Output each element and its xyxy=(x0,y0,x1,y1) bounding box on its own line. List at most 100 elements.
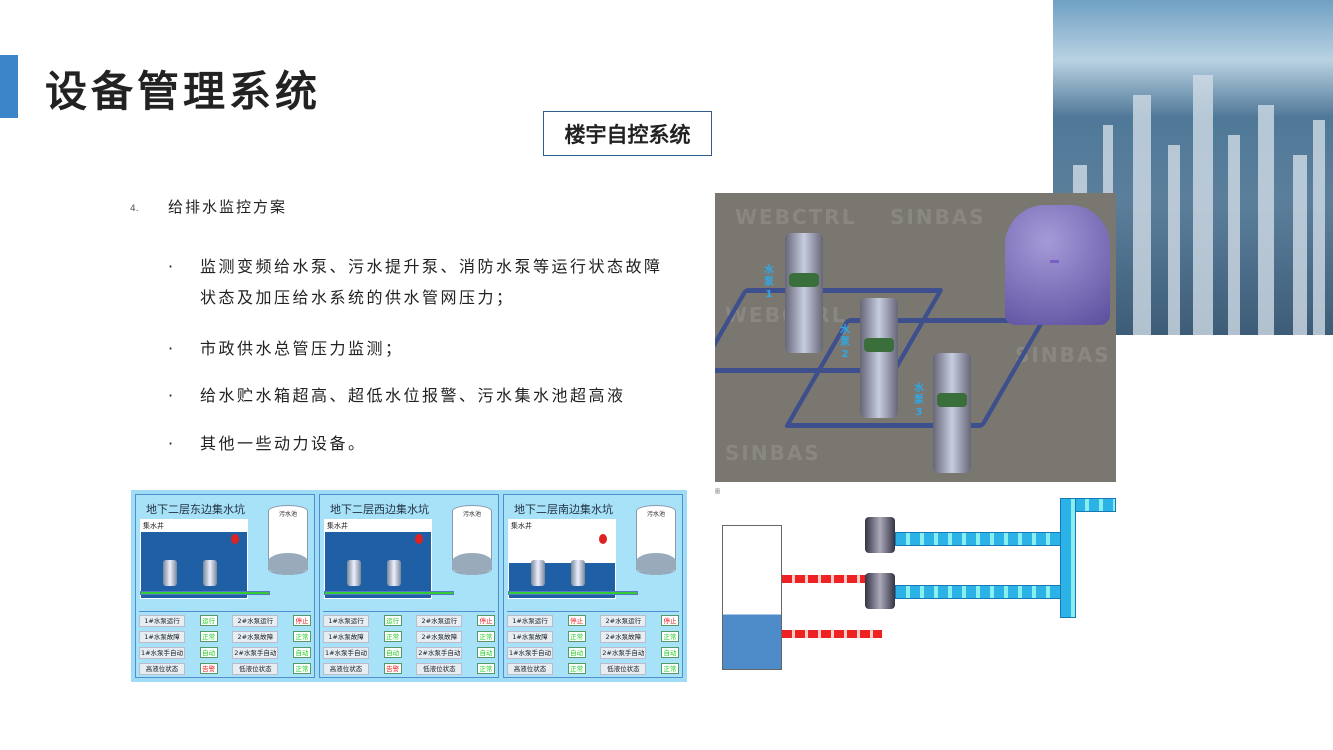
pump-icon xyxy=(387,560,401,586)
bullet-dot: · xyxy=(168,386,176,405)
status-label: 1#水泵运行 xyxy=(507,615,553,627)
status-label: 1#水泵手自动 xyxy=(507,647,553,659)
title-accent-bar xyxy=(0,55,18,118)
status-label: 2#水泵运行 xyxy=(232,615,279,627)
status-indicator: 正常 xyxy=(476,663,495,674)
pump-label: 水泵3 xyxy=(914,383,924,418)
bullet-dot: · xyxy=(168,339,176,358)
status-label: 2#水泵故障 xyxy=(600,631,647,643)
status-label: 1#水泵手自动 xyxy=(139,647,185,659)
float-switch-icon xyxy=(231,534,239,544)
status-indicator: 停止 xyxy=(292,615,311,626)
panel-title: 地下二层东边集水坑 xyxy=(146,503,245,516)
pump-label: 水泵2 xyxy=(840,325,850,360)
pump xyxy=(865,573,895,609)
status-indicator: 正常 xyxy=(292,663,311,674)
pipe xyxy=(140,591,270,595)
status-indicator: 自动 xyxy=(383,647,402,658)
panel-title: 地下二层西边集水坑 xyxy=(330,503,429,516)
status-label: 2#水泵运行 xyxy=(416,615,463,627)
tank-label: 污水池 xyxy=(462,511,481,518)
pump-3 xyxy=(933,353,971,473)
status-label: 2#水泵运行 xyxy=(600,615,647,627)
bullet-item: · 其他一些动力设备。 xyxy=(168,428,680,459)
status-label: 低液位状态 xyxy=(600,663,647,675)
status-indicator: 自动 xyxy=(292,647,311,658)
status-indicator: 正常 xyxy=(383,631,402,642)
pump-1 xyxy=(785,233,823,353)
tank-label: 污水池 xyxy=(646,511,665,518)
status-indicator: 停止 xyxy=(476,615,495,626)
pump-icon xyxy=(347,560,361,586)
status-indicator: 停止 xyxy=(567,615,586,626)
section-heading: 给排水监控方案 xyxy=(168,198,288,216)
section-number: 4. xyxy=(130,204,139,214)
status-label: 1#水泵运行 xyxy=(139,615,185,627)
status-indicator: 停止 xyxy=(660,615,679,626)
pump-icon xyxy=(531,560,545,586)
bullet-text: 给水贮水箱超高、超低水位报警、污水集水池超高液 xyxy=(200,386,626,405)
bullet-item: · 给水贮水箱超高、超低水位报警、污水集水池超高液 xyxy=(168,380,720,411)
well-label: 集水井 xyxy=(325,520,431,532)
status-indicator: 正常 xyxy=(567,663,586,674)
pump-room-3d-image: WEBCTRL SINBAS WEBCTRL SINBAS SINBAS 水泵1… xyxy=(715,193,1116,482)
status-indicator: 运行 xyxy=(199,615,218,626)
pump-icon xyxy=(163,560,177,586)
status-indicator: 正常 xyxy=(660,663,679,674)
water-tank-box xyxy=(722,525,782,670)
sump-well: 集水井 xyxy=(324,519,432,599)
water-tank xyxy=(1005,205,1110,325)
image-caption: 图 xyxy=(715,489,721,495)
status-label: 2#水泵故障 xyxy=(416,631,463,643)
status-label: 低液位状态 xyxy=(416,663,463,675)
status-label: 1#水泵故障 xyxy=(139,631,185,643)
sump-well: 集水井 xyxy=(140,519,248,599)
well-label: 集水井 xyxy=(509,520,615,532)
status-indicator: 正常 xyxy=(567,631,586,642)
status-indicator: 告警 xyxy=(199,663,218,674)
status-label: 高液位状态 xyxy=(323,663,369,675)
status-label: 1#水泵运行 xyxy=(323,615,369,627)
bullet-dot: · xyxy=(168,257,176,276)
status-label: 2#水泵故障 xyxy=(232,631,279,643)
status-label: 2#水泵手自动 xyxy=(416,647,463,659)
status-label: 1#水泵故障 xyxy=(507,631,553,643)
watermark: SINBAS xyxy=(890,205,986,229)
status-indicator: 告警 xyxy=(383,663,402,674)
float-switch-icon xyxy=(599,534,607,544)
status-label: 2#水泵手自动 xyxy=(600,647,647,659)
sewage-tank: 污水池 xyxy=(452,505,492,575)
status-indicator: 正常 xyxy=(292,631,311,642)
bullet-text: 市政供水总管压力监测； xyxy=(200,339,404,358)
sewage-tank: 污水池 xyxy=(268,505,308,575)
watermark: SINBAS xyxy=(725,441,821,465)
sump-monitor-panels: 地下二层东边集水坑 集水井 污水池 1#水泵运行 运行 2#水泵运行 停止 1#水泵故障… xyxy=(131,490,687,682)
sump-panel: 地下二层东边集水坑 集水井 污水池 1#水泵运行 运行 2#水泵运行 停止 1#水泵故障… xyxy=(135,494,315,678)
pump xyxy=(865,517,895,553)
sump-panel: 地下二层南边集水坑 集水井 污水池 1#水泵运行 停止 2#水泵运行 停止 1#水泵故障… xyxy=(503,494,683,678)
sump-well: 集水井 xyxy=(508,519,616,599)
status-label: 2#水泵手自动 xyxy=(232,647,279,659)
pump-icon xyxy=(203,560,217,586)
tank-label: 污水池 xyxy=(278,511,297,518)
status-indicator: 自动 xyxy=(476,647,495,658)
bullet-dot: · xyxy=(168,434,176,453)
pump-label: 水泵1 xyxy=(764,265,774,300)
status-indicator: 自动 xyxy=(199,647,218,658)
bullet-text: 其他一些动力设备。 xyxy=(200,434,367,453)
watermark: WEBCTRL xyxy=(725,303,846,327)
status-indicator: 自动 xyxy=(567,647,586,658)
watermark: SINBAS xyxy=(1015,343,1111,367)
float-switch-icon xyxy=(415,534,423,544)
status-label: 1#水泵故障 xyxy=(323,631,369,643)
status-indicator: 正常 xyxy=(199,631,218,642)
bullet-text: 监测变频给水泵、污水提升泵、消防水泵等运行状态故障状态及加压给水系统的供水管网压… xyxy=(200,257,663,307)
pump-2 xyxy=(860,298,898,418)
panel-title: 地下二层南边集水坑 xyxy=(514,503,613,516)
bullet-item: · 监测变频给水泵、污水提升泵、消防水泵等运行状态故障状态及加压给水系统的供水管网… xyxy=(168,251,680,313)
well-label: 集水井 xyxy=(141,520,247,532)
sewage-tank: 污水池 xyxy=(636,505,676,575)
status-label: 高液位状态 xyxy=(139,663,185,675)
